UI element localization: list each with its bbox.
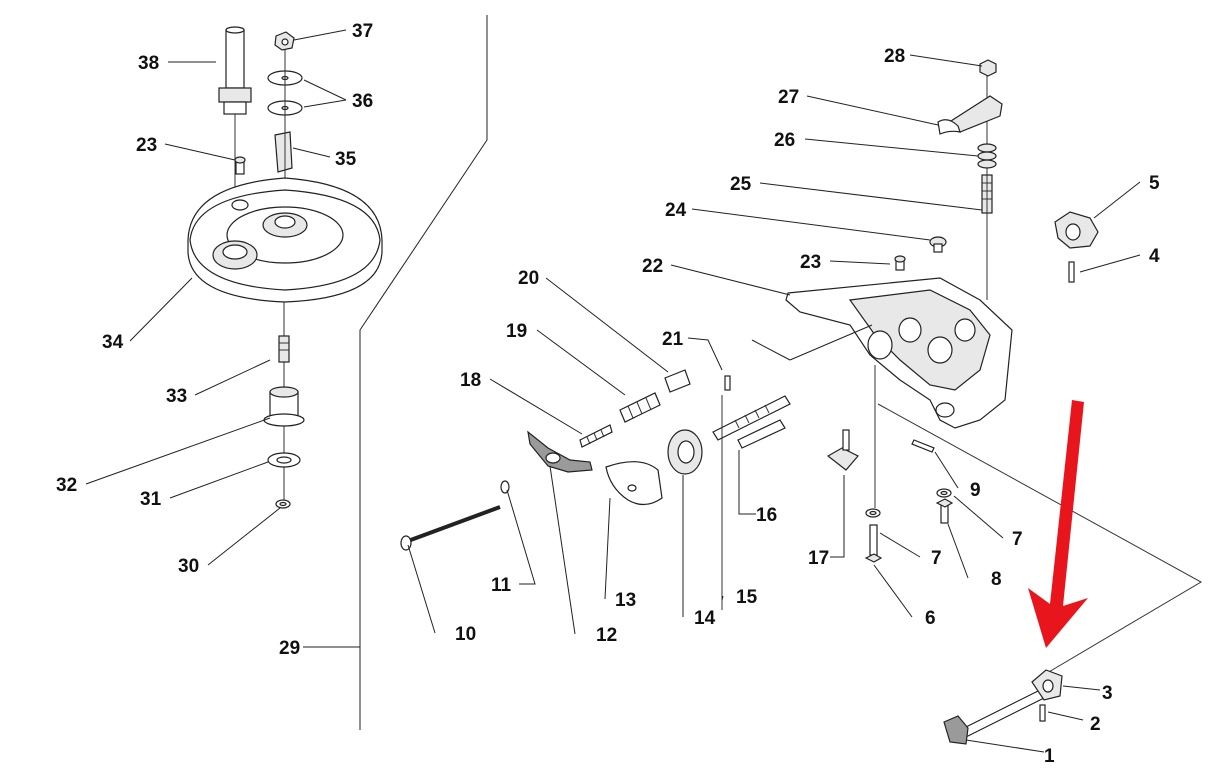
part-23-fitting-left (234, 156, 246, 175)
label-21: 21 (662, 329, 684, 350)
part-14-ratchet-disc (667, 429, 703, 475)
part-8-bolt (935, 498, 954, 524)
part-13-cam-plate (605, 461, 663, 506)
part-15-shaft (712, 395, 791, 441)
label-19: 19 (506, 321, 527, 342)
label-27: 27 (778, 87, 799, 108)
part-4-pin (1068, 261, 1075, 283)
label-23-left: 23 (136, 135, 157, 156)
label-36: 36 (352, 91, 373, 112)
label-32: 32 (56, 475, 77, 496)
part-34-cover-plate (187, 177, 383, 303)
part-31-washer (267, 452, 301, 468)
label-11: 11 (491, 575, 512, 596)
part-27-bracket (937, 95, 1003, 135)
part-10-long-bolt (400, 505, 501, 551)
part-9-pin (911, 439, 935, 453)
label-37: 37 (352, 21, 373, 42)
part-7-washer-right (936, 488, 952, 498)
label-10: 10 (455, 624, 476, 645)
label-12: 12 (596, 625, 617, 646)
label-26: 26 (774, 130, 795, 151)
part-38-shaft (218, 26, 252, 190)
part-30-washer-small (275, 499, 291, 509)
red-arrow-icon (1028, 400, 1088, 648)
part-32-bushing (263, 386, 305, 427)
part-5-cam (1054, 211, 1099, 249)
part-16-pin (737, 419, 786, 449)
label-18: 18 (460, 370, 481, 391)
part-1-handle-shaft (943, 689, 1045, 745)
part-18-spring-small (579, 424, 613, 448)
label-22: 22 (642, 256, 663, 277)
label-23-right: 23 (800, 252, 821, 273)
label-34: 34 (102, 332, 124, 353)
label-3: 3 (1102, 683, 1113, 704)
label-6: 6 (925, 608, 936, 629)
part-37-nut (274, 31, 295, 51)
label-38: 38 (138, 53, 159, 74)
part-2-pin (1039, 704, 1046, 722)
label-28: 28 (884, 46, 905, 67)
label-9: 9 (970, 480, 981, 501)
label-5: 5 (1149, 173, 1160, 194)
label-15: 15 (736, 587, 758, 608)
leader-lines (85, 29, 1141, 753)
part-33-grease-fitting (278, 335, 290, 363)
label-8: 8 (991, 569, 1002, 590)
part-28-nut (979, 59, 997, 77)
part-6-bolt (864, 524, 883, 563)
part-23-fitting-right (894, 255, 906, 271)
label-30: 30 (178, 556, 199, 577)
label-7-right: 7 (1012, 529, 1023, 550)
label-1: 1 (1044, 746, 1055, 767)
label-4: 4 (1149, 246, 1160, 267)
part-26-washers (977, 143, 997, 169)
label-17: 17 (808, 548, 829, 569)
label-20: 20 (518, 268, 539, 289)
part-22-main-housing (785, 277, 1013, 429)
label-24: 24 (665, 200, 687, 221)
label-13: 13 (615, 590, 636, 611)
label-33: 33 (166, 386, 187, 407)
part-21-pin (724, 375, 731, 391)
label-35: 35 (335, 149, 357, 170)
part-12-lever (527, 430, 593, 473)
part-3-cam (1031, 669, 1063, 701)
label-29: 29 (279, 638, 300, 659)
label-25: 25 (730, 174, 752, 195)
part-17-bolt-bracket (826, 429, 859, 471)
part-19-spring (619, 392, 661, 423)
label-16: 16 (756, 505, 777, 526)
part-20-clip (664, 369, 691, 393)
label-2: 2 (1090, 714, 1101, 735)
label-31: 31 (140, 489, 162, 510)
label-7-left: 7 (931, 548, 942, 569)
part-24-plug (929, 236, 947, 253)
section-divider-line (359, 15, 488, 730)
part-7-washer-left (865, 508, 881, 518)
label-14: 14 (694, 608, 716, 629)
part-35-key (274, 131, 293, 173)
